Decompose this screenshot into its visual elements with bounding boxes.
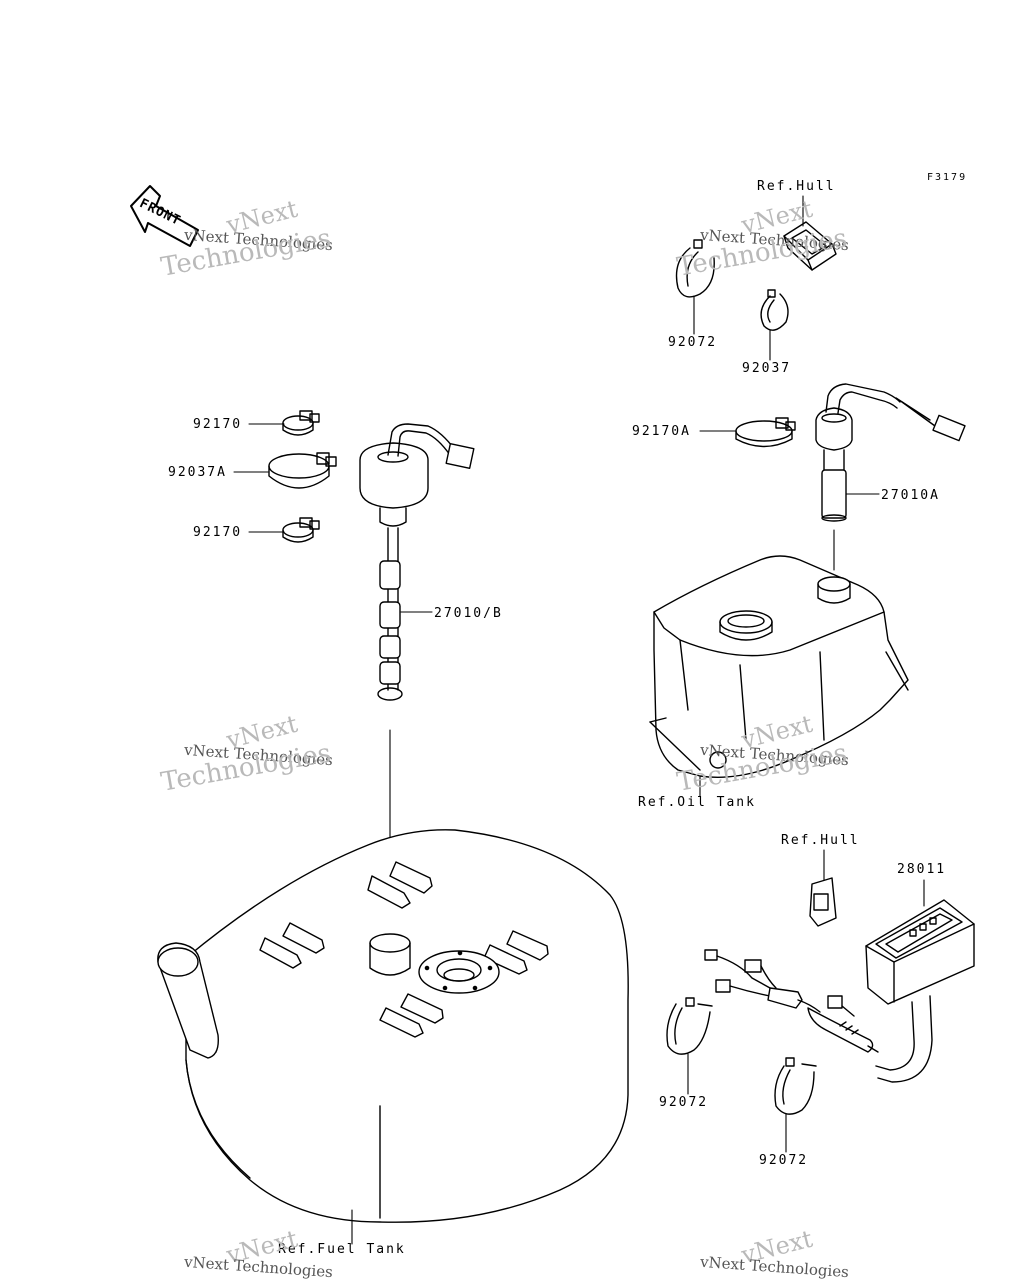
leader-lines-top-right (694, 196, 803, 360)
front-arrow-icon (131, 186, 198, 246)
ref-label-fuel-tank: Ref.Fuel Tank (278, 1242, 406, 1257)
fuel-tank-drawing (158, 830, 628, 1222)
clamp-92170-bottom-drawing (283, 518, 319, 542)
ref-label-hull-bottom: Ref.Hull (781, 833, 860, 848)
oil-gauge-sender-27010A-drawing (816, 384, 965, 521)
part-label-92072-left: 92072 (659, 1095, 709, 1110)
part-label-92170A: 92170A (632, 424, 691, 439)
part-label-27010B: 27010/B (434, 606, 503, 621)
ref-label-hull-top: Ref.Hull (757, 179, 836, 194)
oil-tank-drawing (650, 556, 908, 777)
part-label-92072-right: 92072 (759, 1153, 809, 1168)
leader-lines-bottom-right (688, 1054, 786, 1152)
part-label-92170-bottom: 92170 (193, 525, 243, 540)
clamp-92037A-drawing (269, 453, 336, 488)
clamp-92170-top-drawing (283, 411, 319, 435)
wiring-harness-drawing (705, 950, 878, 1052)
leader-lines-right (700, 431, 879, 570)
fuel-gauge-sender-27010B-drawing (360, 424, 474, 700)
ref-label-oil-tank: Ref.Oil Tank (638, 795, 756, 810)
part-label-28011: 28011 (897, 862, 947, 877)
hull-grommet-drawing (810, 878, 836, 926)
clamp-92072-top-drawing (677, 240, 715, 297)
clamp-92170A-drawing (736, 418, 795, 447)
part-label-92170-top: 92170 (193, 417, 243, 432)
part-label-27010A: 27010A (881, 488, 940, 503)
figure-code: F3179 (927, 172, 968, 183)
part-label-92037: 92037 (742, 361, 792, 376)
part-label-92037A: 92037A (168, 465, 227, 480)
part-label-92072-top: 92072 (668, 335, 718, 350)
clamp-92072-left-drawing (667, 998, 712, 1054)
oil-meter-28011-drawing (866, 900, 974, 1082)
clamp-92072-right-drawing (775, 1058, 816, 1114)
hull-bracket-drawing (784, 222, 836, 270)
clamp-92037-drawing (761, 290, 788, 330)
